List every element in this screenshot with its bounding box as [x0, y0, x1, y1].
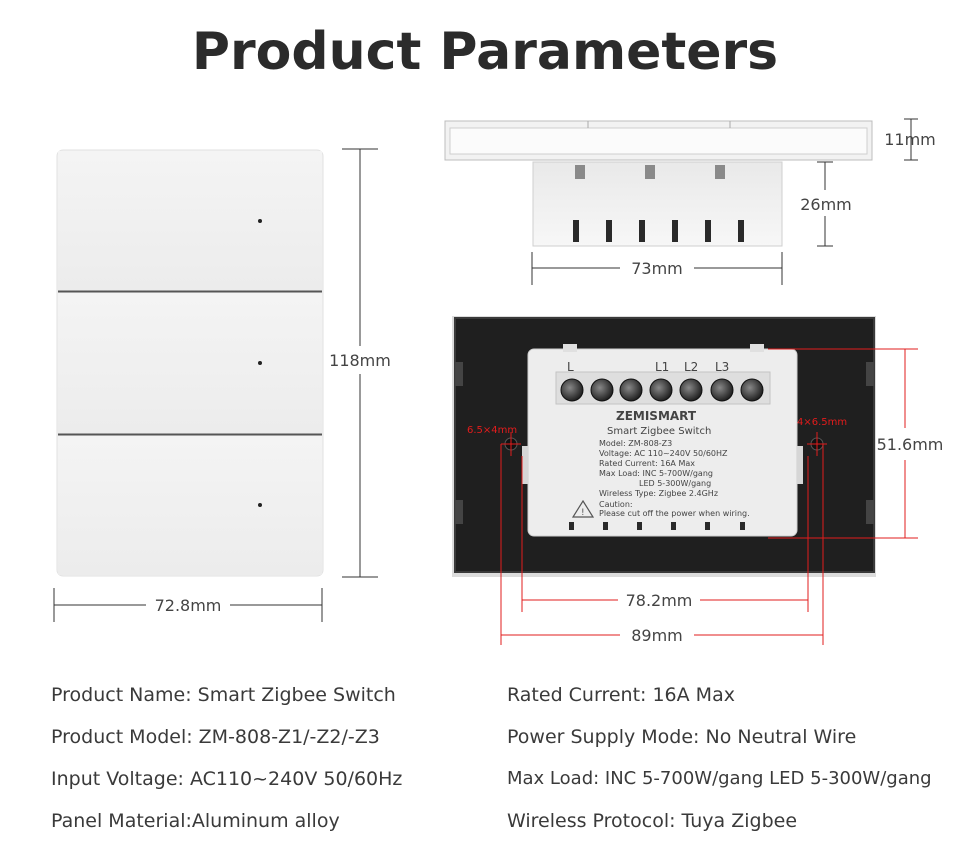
module-name: Smart Zigbee Switch: [607, 426, 711, 437]
indicator-dot-2: [258, 361, 262, 365]
left-hole-size-label: 6.5×4mm: [467, 425, 517, 436]
module-line-6: Wireless Type: Zigbee 2.4GHz: [599, 489, 718, 498]
module-line-2: Voltage: AC 110~240V 50/60HZ: [599, 449, 728, 458]
spec-rated-current: Rated Current: 16A Max: [507, 684, 735, 706]
spec-panel-material: Panel Material:Aluminum alloy: [51, 810, 340, 832]
terminal-label-l3: L3: [715, 360, 729, 374]
spec-power-supply-mode: Power Supply Mode: No Neutral Wire: [507, 726, 857, 748]
side-panel-depth-label: 11mm: [884, 130, 936, 149]
spec-max-load: Max Load: INC 5-700W/gang LED 5-300W/gan…: [507, 768, 932, 789]
gang-button-1: [58, 151, 322, 291]
front-view: 118mm 72.8mm: [53, 148, 391, 622]
module-brand: ZEMISMART: [616, 409, 697, 423]
module-bottom-slots: [569, 522, 745, 530]
side-box-depth-label: 26mm: [800, 195, 852, 214]
back-height-label: 51.6mm: [877, 435, 944, 454]
terminal-label-l2: L2: [684, 360, 698, 374]
front-width-label: 72.8mm: [155, 596, 222, 615]
gang-button-2: [58, 293, 322, 434]
hole-spacing-label: 78.2mm: [626, 591, 693, 610]
svg-text:!: !: [581, 508, 585, 518]
gang-button-3: [58, 436, 322, 575]
spec-product-model: Product Model: ZM-808-Z1/-Z2/-Z3: [51, 726, 380, 748]
front-height-label: 118mm: [329, 351, 391, 370]
spec-product-name: Product Name: Smart Zigbee Switch: [51, 684, 396, 706]
side-back-box: [532, 161, 783, 247]
back-view: L L1 L2 L3 ZEMISMART Smart Zigbee Switch…: [452, 316, 943, 645]
right-hole-size-label: 4×6.5mm: [797, 417, 847, 428]
terminal-screws: [560, 378, 764, 402]
module-line-3: Rated Current: 16A Max: [599, 459, 695, 468]
indicator-dot-1: [258, 219, 262, 223]
side-terminal-slots: [573, 220, 744, 242]
module-caution-text: Please cut off the power when wiring.: [599, 509, 750, 518]
module-line-4: Max Load: INC 5-700W/gang: [599, 469, 713, 478]
module-line-1: Model: ZM-808-Z3: [599, 439, 672, 448]
side-width-label: 73mm: [631, 259, 683, 278]
side-view: 11mm 26mm 73mm: [444, 118, 936, 285]
terminal-label-l: L: [567, 360, 574, 374]
caution-triangle-icon: [571, 499, 595, 518]
module-line-5: LED 5-300W/gang: [639, 479, 711, 488]
back-width-label: 89mm: [631, 626, 683, 645]
spec-wireless-protocol: Wireless Protocol: Tuya Zigbee: [507, 810, 798, 832]
terminal-label-l1: L1: [655, 360, 669, 374]
module-caution-title: Caution:: [599, 500, 633, 509]
indicator-dot-3: [258, 503, 262, 507]
page-title: Product Parameters: [191, 22, 779, 82]
spec-input-voltage: Input Voltage: AC110~240V 50/60Hz: [51, 768, 403, 790]
